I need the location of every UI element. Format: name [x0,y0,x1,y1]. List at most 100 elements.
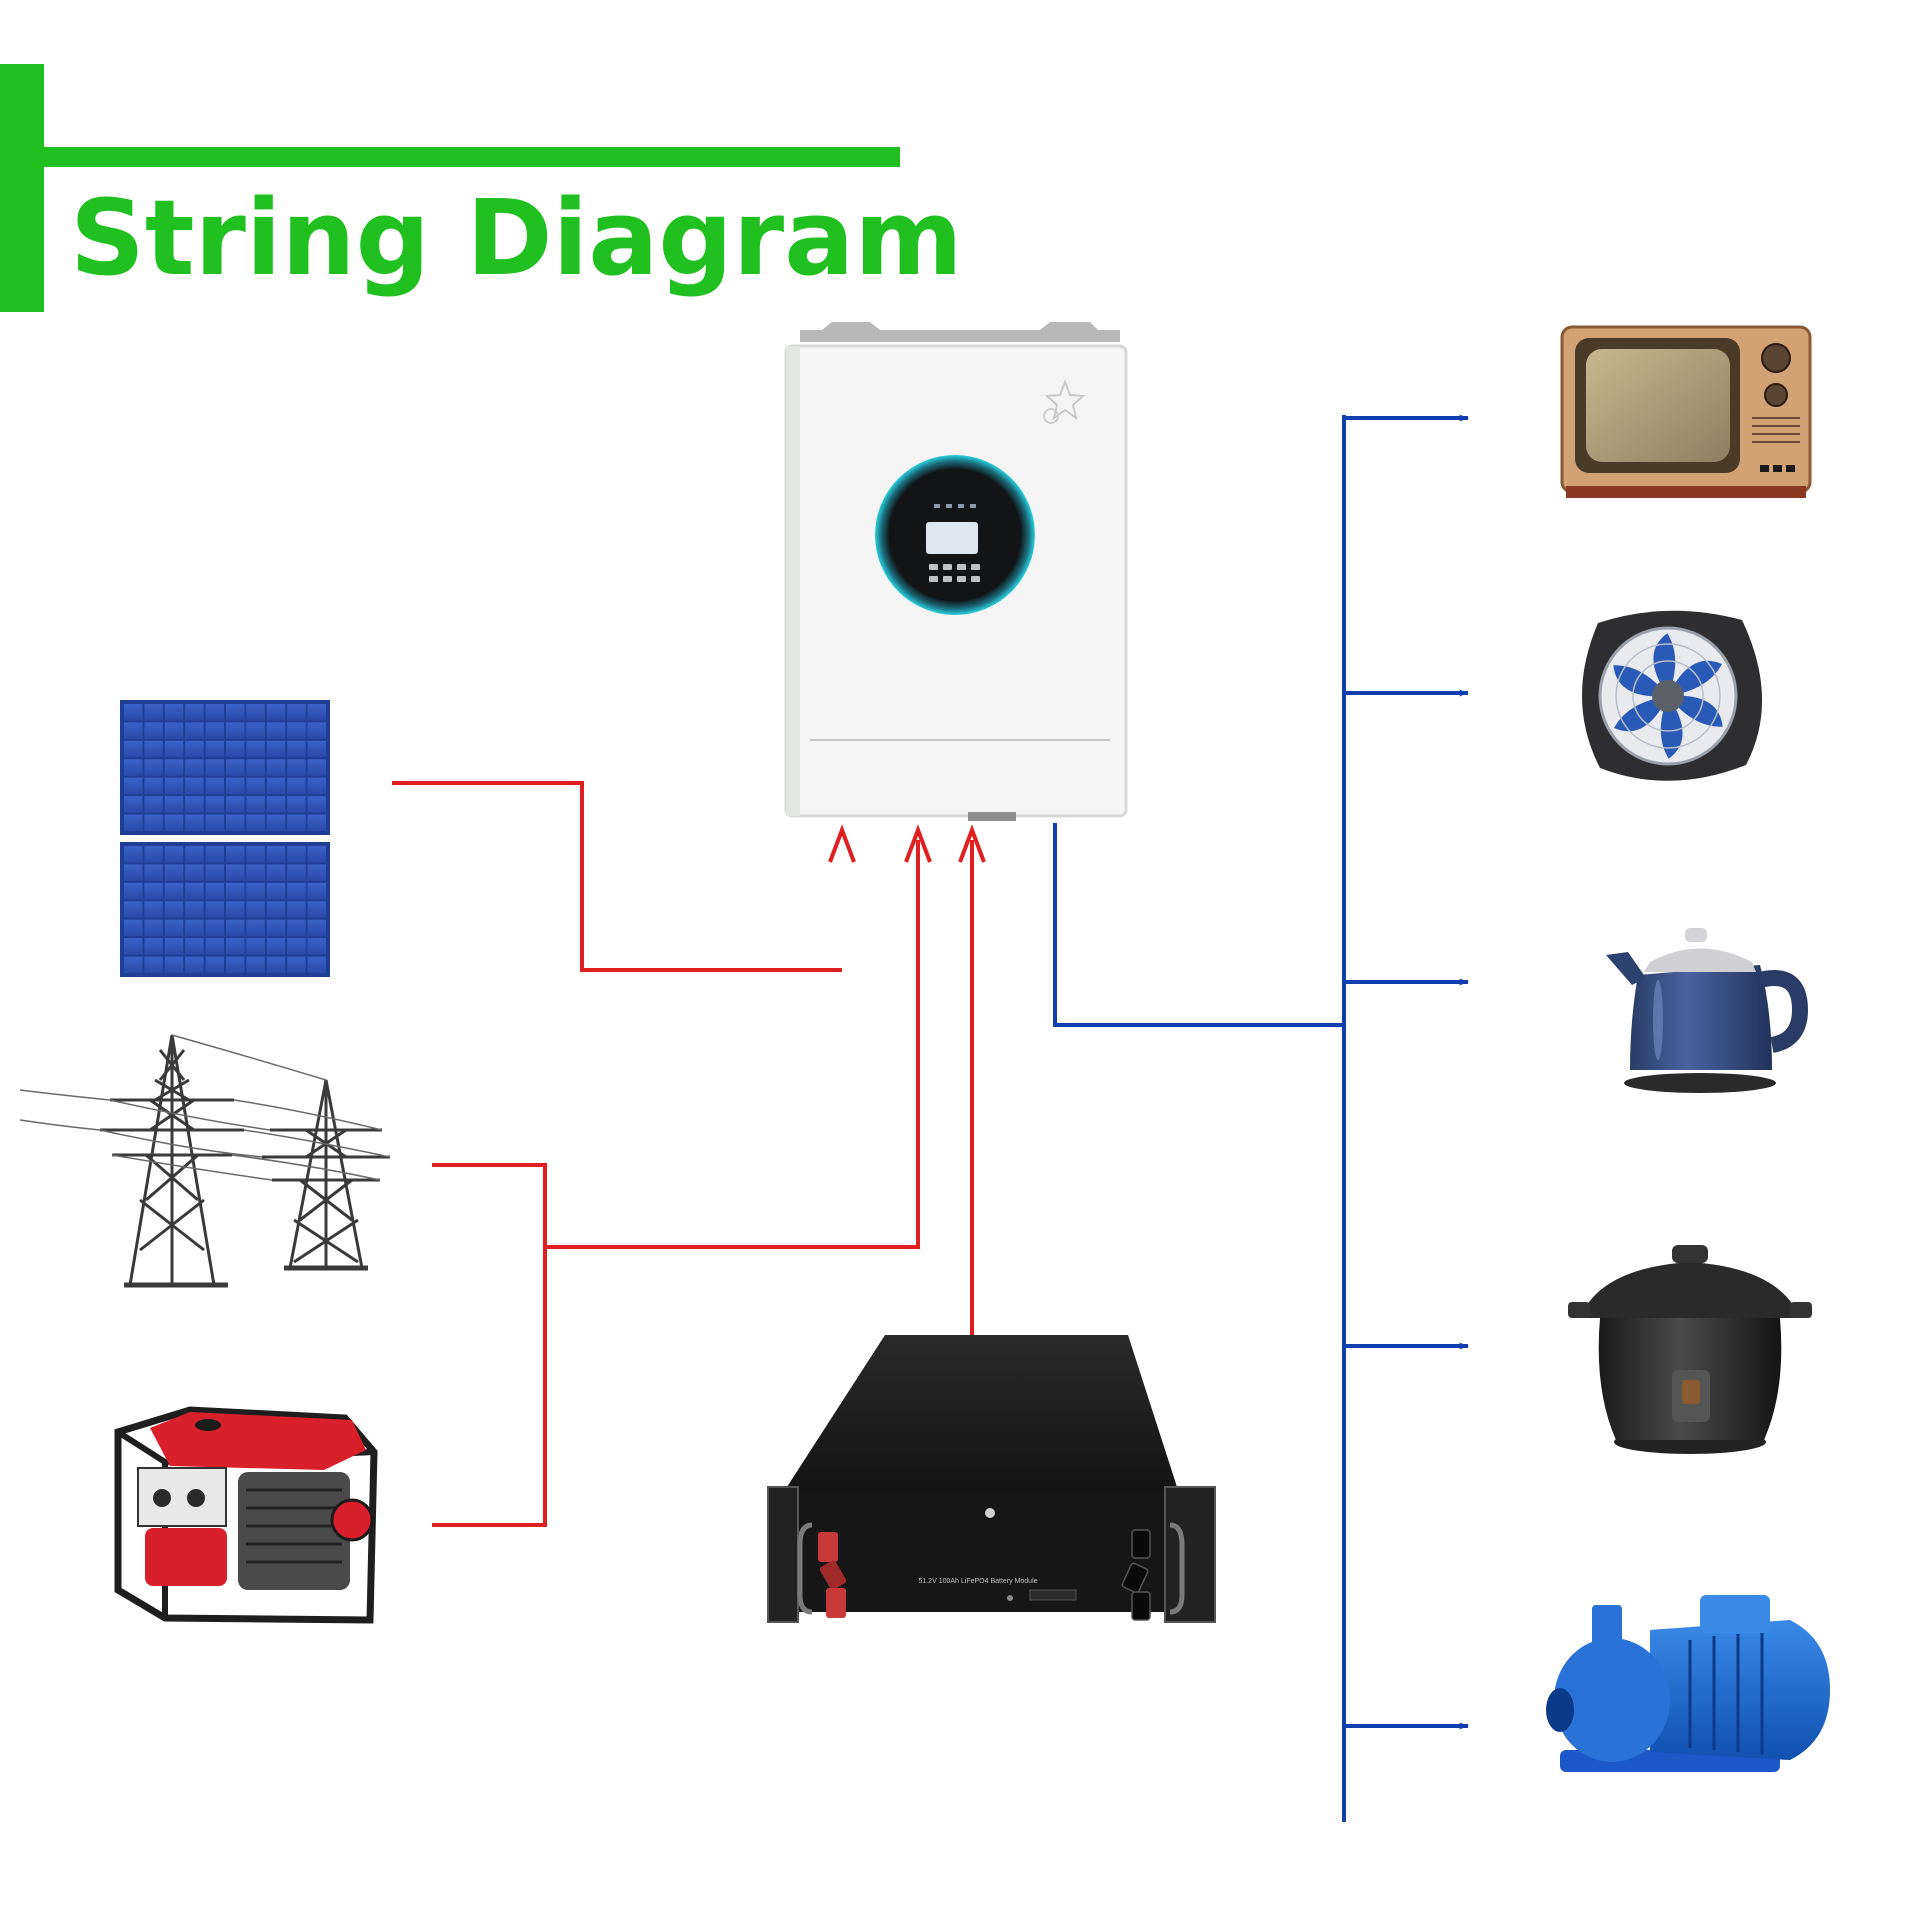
solar-cell [164,882,184,900]
tv-dial-icon [1764,383,1788,407]
inverter-button[interactable] [929,564,938,570]
solar-cell [246,704,265,721]
solar-panel-icon [120,700,330,977]
solar-cell [144,796,163,813]
inverter-button[interactable] [971,564,980,570]
rice-cooker-switch[interactable] [1682,1380,1700,1404]
solar-cell [205,722,224,739]
solar-cell [164,956,184,973]
solar-cell [226,704,245,721]
rice-cooker-side-handle [1568,1302,1590,1318]
rice-cooker-lid-handle [1672,1245,1708,1263]
generator-fuel-cap [195,1419,221,1431]
inverter-button[interactable] [971,576,980,582]
pump-volute [1554,1638,1670,1762]
battery-positive-terminal[interactable] [818,1532,847,1618]
inverter-button[interactable] [957,564,966,570]
solar-cell [287,919,306,937]
inverter-lcd-screen[interactable] [926,522,978,554]
solar-cell [246,919,265,937]
solar-cell [287,846,306,863]
solar-cell [246,846,265,863]
kettle-highlight [1653,980,1663,1060]
solar-cell [246,901,265,918]
battery-rack-icon: 51.2V 100Ah LiFePO4 Battery Module [767,1335,1216,1623]
solar-cell [266,704,286,721]
solar-cell [205,777,224,795]
solar-cell [226,777,245,795]
solar-cell [226,864,245,881]
solar-cell [266,796,286,813]
solar-cell [266,846,286,863]
solar-cell [124,901,143,918]
solar-cell [185,722,204,739]
solar-cell [287,901,306,918]
battery-screw [985,1508,995,1518]
generator-recoil-starter [330,1498,374,1542]
grid-generator-to-inverter-wire [545,840,920,1249]
solar-cell [246,956,265,973]
battery-top-face [785,1335,1178,1490]
solar-cell [185,938,204,955]
solar-cell [185,759,204,776]
solar-cell [287,864,306,881]
solar-cell [205,919,224,937]
pump-outlet [1592,1605,1622,1647]
solar-cell [226,740,245,758]
battery-power-button[interactable] [1007,1595,1013,1601]
solar-cell [164,938,184,955]
inverter-button[interactable] [943,564,952,570]
battery-negative-terminal[interactable] [1121,1529,1151,1621]
kettle-spout [1606,952,1646,985]
kettle-lid-knob [1685,928,1707,942]
tv-buttons [1760,465,1795,472]
input-arrow-up [828,824,856,863]
solar-cell [144,740,163,758]
fan-grille-rings [1615,643,1721,749]
solar-cell [185,956,204,973]
inverter-button[interactable] [929,576,938,582]
solar-cell [185,864,204,881]
solar-cell [307,901,326,918]
television-icon [1560,325,1812,498]
solar-cell [124,846,143,863]
solar-cell [246,759,265,776]
solar-cell [144,864,163,881]
page-title: String Diagram [70,177,963,299]
solar-cell [226,722,245,739]
solar-cell [205,938,224,955]
battery-handle-left [797,1522,813,1615]
tv-dial-icon [1761,343,1791,373]
solar-cell [205,956,224,973]
solar-cell [246,796,265,813]
solar-cell [266,777,286,795]
inverter-button[interactable] [957,576,966,582]
power-line-wires [19,1034,391,1181]
solar-cell [307,796,326,813]
solar-cell [185,919,204,937]
output-wiring [1053,415,1346,1822]
solar-cell [266,956,286,973]
kettle-icon [1606,928,1809,1093]
solar-cell [226,882,245,900]
inverter-to-bus-wire [1053,823,1344,1027]
solar-cell [164,759,184,776]
solar-cell [164,901,184,918]
solar-cell [124,938,143,955]
grid-wire [432,1163,547,1527]
solar-cell [185,846,204,863]
title-block: String Diagram [0,64,963,312]
solar-cell [266,864,286,881]
solar-cell [185,740,204,758]
generator-outlet [187,1489,205,1507]
rice-cooker-lid [1580,1262,1800,1318]
solar-cell [144,938,163,955]
solar-cell [226,901,245,918]
solar-cell [266,919,286,937]
solar-cell [307,938,326,955]
solar-cell [307,919,326,937]
generator-frame [114,1406,378,1624]
input-arrow-up [958,824,986,863]
solar-cell [246,722,265,739]
inverter-button[interactable] [943,576,952,582]
